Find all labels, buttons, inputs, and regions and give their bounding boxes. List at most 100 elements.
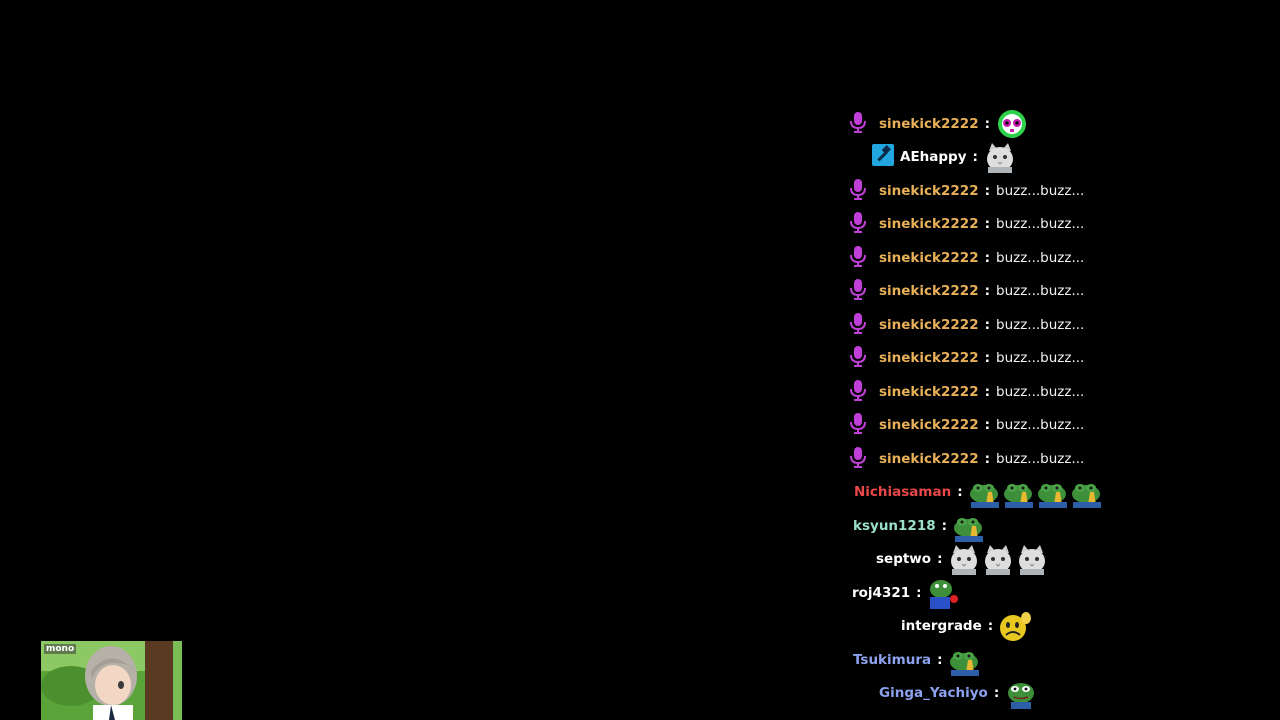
chat-username[interactable]: AEhappy — [900, 149, 967, 165]
anime-character-icon — [41, 641, 182, 720]
microphone-badge-icon — [849, 446, 867, 472]
chat-username[interactable]: Tsukimura — [853, 652, 932, 668]
chat-emotes — [1005, 677, 1037, 709]
chat-username[interactable]: sinekick2222 — [879, 384, 979, 400]
chat-emotes — [949, 644, 981, 676]
chat-message-text: buzz...buzz... — [996, 384, 1085, 400]
chat-username[interactable]: sinekick2222 — [879, 350, 979, 366]
chat-separator: : — [984, 216, 990, 232]
chat-emotes — [999, 610, 1032, 642]
chat-username[interactable]: sinekick2222 — [879, 183, 979, 199]
chat-emotes — [928, 577, 960, 609]
chat-separator: : — [957, 484, 963, 500]
stream-thumbnail: mono — [41, 641, 182, 720]
chat-separator: : — [916, 585, 922, 601]
microphone-badge-icon — [849, 345, 867, 371]
chat-separator: : — [937, 652, 943, 668]
chat-separator: : — [984, 384, 990, 400]
chat-separator: : — [972, 149, 978, 165]
chat-separator: : — [993, 685, 1000, 701]
chat-username[interactable]: sinekick2222 — [879, 317, 979, 333]
chat-message-text: buzz...buzz... — [996, 216, 1085, 232]
praying-frog-emote-icon — [949, 644, 981, 676]
chat-message: sinekick2222: — [849, 107, 1028, 141]
chat-username[interactable]: sinekick2222 — [879, 451, 979, 467]
chat-message: sinekick2222: buzz...buzz... — [849, 274, 1084, 308]
chat-separator: : — [984, 317, 990, 333]
chat-message: ksyun1218: — [853, 509, 985, 543]
white-cat-emote-icon — [948, 543, 980, 575]
chat-message: sinekick2222:buzz...buzz... — [849, 341, 1084, 375]
chat-message-text: buzz...buzz... — [996, 317, 1085, 333]
microphone-badge-icon — [849, 178, 867, 204]
hammer-badge-icon — [872, 144, 894, 170]
praying-frog-emote-icon — [1071, 476, 1103, 508]
praying-frog-emote-icon — [969, 476, 1001, 508]
chat-message: sinekick2222: buzz...buzz... — [849, 442, 1084, 476]
chat-username[interactable]: sinekick2222 — [879, 216, 979, 232]
chat-separator: : — [984, 183, 990, 199]
chat-message: sinekick2222: buzz...buzz... — [849, 174, 1084, 208]
chat-emotes — [969, 476, 1103, 508]
chat-separator: : — [941, 518, 948, 534]
chat-message: sinekick2222: buzz...buzz... — [849, 207, 1084, 241]
chat-message-text: buzz...buzz... — [996, 250, 1085, 266]
chat-separator: : — [984, 283, 990, 299]
white-cat-emote-icon — [1016, 543, 1048, 575]
microphone-badge-icon — [849, 245, 867, 271]
chat-separator: : — [984, 451, 990, 467]
chat-message-text: buzz...buzz... — [996, 283, 1085, 299]
chat-message: intergrade: — [901, 609, 1032, 643]
chat-username[interactable]: Ginga_Yachiyo — [879, 685, 988, 701]
chat-message: sinekick2222: buzz...buzz... — [849, 408, 1084, 442]
chat-username[interactable]: intergrade — [901, 618, 982, 634]
chat-username[interactable]: sinekick2222 — [879, 283, 979, 299]
chat-message: sinekick2222: buzz...buzz... — [849, 308, 1084, 342]
chat-username[interactable]: Nichiasaman — [854, 484, 952, 500]
chat-separator: : — [984, 116, 990, 132]
chat-message: sinekick2222: buzz...buzz... — [849, 241, 1084, 275]
microphone-badge-icon — [849, 211, 867, 237]
chat-separator: : — [984, 350, 990, 366]
praying-frog-emote-icon — [953, 510, 985, 542]
white-cat-emote-icon — [982, 543, 1014, 575]
chat-message: Nichiasaman: — [854, 475, 1103, 509]
chat-emotes — [984, 141, 1016, 173]
chat-separator: : — [984, 417, 990, 433]
chat-message: sinekick2222: buzz...buzz... — [849, 375, 1084, 409]
chat-message: roj4321: — [852, 576, 960, 610]
chat-username[interactable]: sinekick2222 — [879, 250, 979, 266]
chat-username[interactable]: ksyun1218 — [853, 518, 936, 534]
white-cat-emote-icon — [984, 141, 1016, 173]
chat-username[interactable]: sinekick2222 — [879, 116, 979, 132]
chat-message-text: buzz...buzz... — [996, 183, 1085, 199]
microphone-badge-icon — [849, 312, 867, 338]
chat-emotes — [996, 108, 1028, 140]
praying-frog-emote-icon — [1003, 476, 1035, 508]
microphone-badge-icon — [849, 278, 867, 304]
microphone-badge-icon — [849, 111, 867, 137]
chat-message-text: buzz...buzz... — [996, 417, 1085, 433]
chat-message: Tsukimura: — [853, 643, 981, 677]
praying-frog-emote-icon — [1037, 476, 1069, 508]
chat-emotes — [953, 510, 985, 542]
chat-separator: : — [987, 618, 994, 634]
thumbnail-watermark: mono — [44, 644, 77, 654]
chat-username[interactable]: septwo — [876, 551, 932, 567]
chat-message: AEhappy: — [872, 140, 1016, 174]
microphone-badge-icon — [849, 412, 867, 438]
chat-separator: : — [984, 250, 990, 266]
frog-blue-shirt-emote-icon — [928, 577, 960, 609]
chat-message-text: buzz...buzz... — [996, 451, 1085, 467]
green-blob-emote-icon — [996, 108, 1028, 140]
chat-emotes — [948, 543, 1048, 575]
chat-message: Ginga_Yachiyo: — [879, 676, 1037, 710]
chat-username[interactable]: roj4321 — [852, 585, 911, 601]
yellow-sad-face-emote-icon — [999, 610, 1032, 642]
chat-username[interactable]: sinekick2222 — [879, 417, 979, 433]
frog-face-emote-icon — [1005, 677, 1037, 709]
chat-separator: : — [937, 551, 943, 567]
chat-message: septwo: — [876, 542, 1048, 576]
microphone-badge-icon — [849, 379, 867, 405]
